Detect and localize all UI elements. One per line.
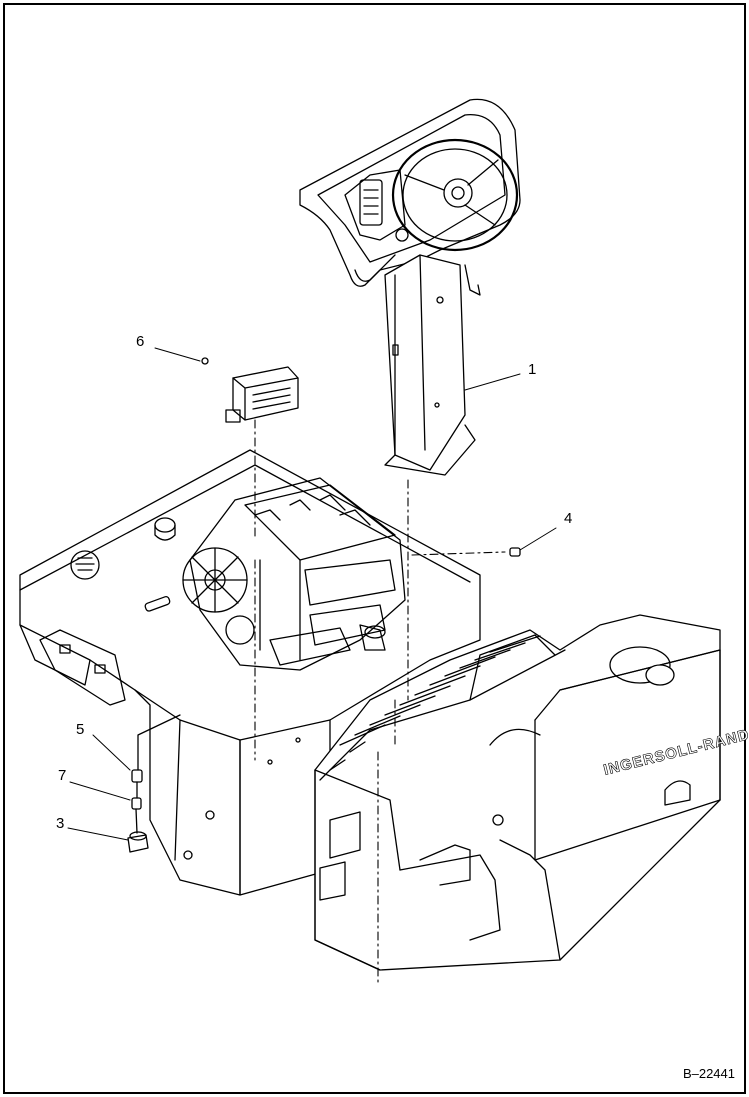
callout-1: 1 xyxy=(528,361,537,378)
callout-7: 7 xyxy=(58,767,67,784)
leader-lines xyxy=(67,347,557,841)
steering-console xyxy=(299,98,521,476)
sender-parts xyxy=(127,547,521,853)
engine xyxy=(182,477,406,671)
callout-5: 5 xyxy=(76,721,85,738)
callout-4: 4 xyxy=(564,510,573,527)
callout-3: 3 xyxy=(56,815,65,832)
control-module xyxy=(201,357,299,423)
assembly-lines xyxy=(254,419,506,986)
figure-reference: B–22441 xyxy=(682,1066,735,1081)
callout-6: 6 xyxy=(136,333,145,350)
drawing-frame xyxy=(3,3,746,1094)
front-frame xyxy=(314,614,721,971)
